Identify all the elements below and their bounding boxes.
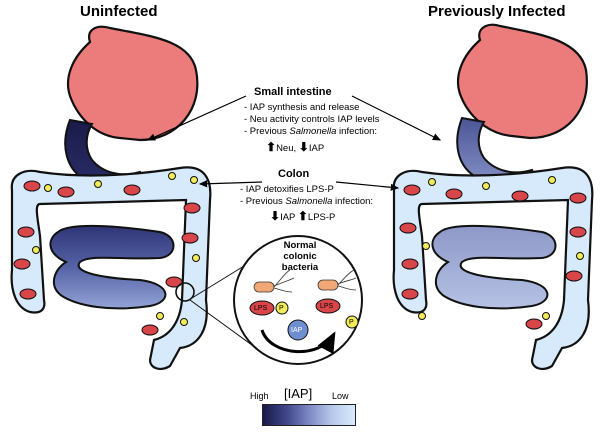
p-label-left: P [279,305,284,312]
arrow-up-icon: ⬆ [297,209,308,223]
legend-title: [IAP] [284,386,313,401]
colon-right [392,166,594,370]
legend-high: High [250,391,269,401]
arrow-down-icon: ⬇ [270,209,281,223]
title-uninfected: Uninfected [80,3,158,20]
small-intestine-right [431,224,557,310]
si-bullet-3: - Previous Salmonella infection: [244,126,378,137]
p-label-right: P [349,319,354,326]
stomach-left [66,25,199,142]
bacterium-left-inset [249,269,295,316]
title-previously-infected: Previously Infected [428,3,566,20]
pointer-arrows [146,95,442,191]
arrow-down-icon: ⬇ [298,140,309,154]
si-bullet-1: - IAP synthesis and release [244,102,360,113]
legend-gradient-bar [262,404,356,426]
bacteria-right [399,176,587,330]
si-effects: ⬆Neu, ⬇IAP [266,140,325,154]
arrow-up-icon: ⬆ [266,140,277,154]
colon-left [10,166,212,370]
lps-label-right: LPS [320,303,334,310]
normal-colonic-bacteria-label: Normal colonic bacteria [281,240,319,273]
si-bullet-2: - Neu activity controls IAP levels [244,114,380,125]
gut-infected [392,23,594,370]
iap-label: IAP [291,327,303,334]
colon-bullet-1: - IAP detoxifies LPS-P [240,184,334,195]
lps-label-left: LPS [254,305,268,312]
small-intestine-left [49,224,175,310]
bacteria-left [13,172,201,336]
colon-effects: ⬇IAP ⬆LPS-P [270,209,336,223]
bacterium-right-inset [315,269,359,329]
inset-bacteria-detail [233,235,363,365]
colon-heading: Colon [278,168,310,180]
zoom-circle [175,282,195,302]
small-intestine-heading: Small intestine [254,86,332,98]
legend-low: Low [332,391,349,401]
stomach-right [456,23,588,140]
colon-bullet-2: - Previous Salmonella infection: [240,196,374,207]
gut-uninfected [10,25,257,370]
